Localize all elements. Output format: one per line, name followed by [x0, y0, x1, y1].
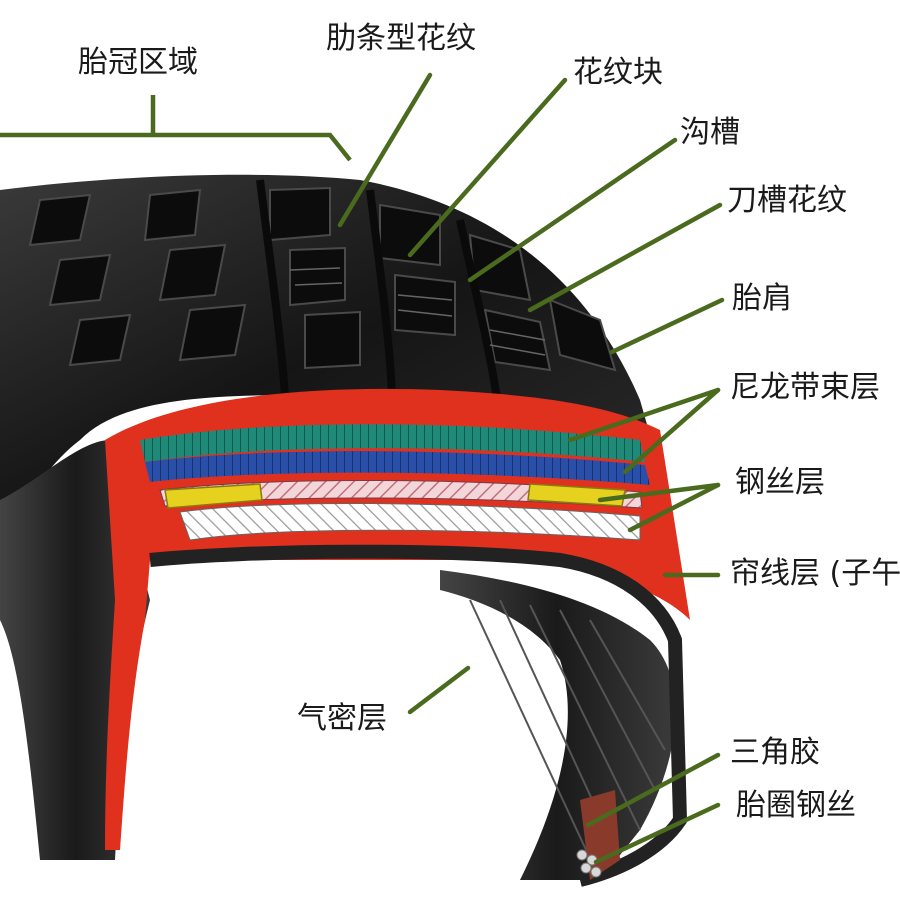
grooves	[256, 179, 502, 406]
label-rib-pattern: 肋条型花纹	[326, 21, 476, 56]
leader-nylon-2	[622, 387, 721, 475]
steel-belt-upper	[159, 480, 643, 509]
label-sipe-pattern: 刀槽花纹	[727, 183, 847, 218]
leader-inner-liner	[407, 665, 471, 715]
nylon-blue-layer	[145, 451, 650, 485]
bead-wires	[576, 849, 602, 878]
label-body-ply: 帘线层 (子午	[730, 556, 900, 591]
label-tread-block: 花纹块	[573, 55, 663, 90]
steel-belt-lower	[179, 502, 641, 541]
label-nylon-cap-ply: 尼龙带束层	[730, 370, 880, 405]
crown-bracket	[0, 95, 352, 162]
steel-edge-left	[164, 483, 263, 509]
label-groove: 沟槽	[680, 115, 740, 150]
leader-tread-block	[407, 77, 568, 258]
nylon-green-layer	[140, 424, 645, 462]
label-crown-zone: 胎冠区域	[78, 45, 198, 80]
label-shoulder: 胎肩	[732, 281, 792, 316]
tread-pattern	[28, 186, 617, 372]
label-steel-belt: 钢丝层	[735, 465, 825, 500]
leader-lines	[337, 72, 725, 865]
leader-bead-wire	[593, 802, 721, 865]
leader-apex	[585, 752, 721, 828]
body-ply	[149, 544, 688, 887]
far-sidewall	[440, 570, 676, 880]
leader-steel-2	[627, 482, 721, 533]
leader-sipe	[527, 202, 723, 313]
label-bead-wire: 胎圈钢丝	[736, 788, 856, 823]
label-inner-liner: 气密层	[297, 701, 387, 736]
leader-groove	[467, 137, 678, 283]
sipes	[289, 267, 546, 356]
label-apex: 三角胶	[730, 735, 820, 770]
leader-nylon-1	[567, 387, 721, 443]
cap-section	[105, 388, 690, 850]
leader-shoulder	[609, 297, 725, 355]
leader-rib-pattern	[337, 72, 433, 228]
leader-steel-1	[597, 482, 721, 503]
